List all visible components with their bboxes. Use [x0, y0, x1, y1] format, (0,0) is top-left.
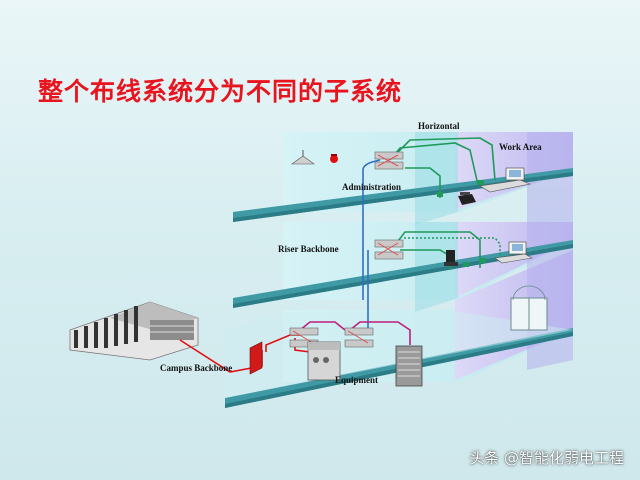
patch-panel-middle: [374, 239, 404, 260]
label-administration: Administration: [342, 182, 402, 192]
campus-entrance-panel: [249, 341, 263, 375]
telephone-middle-icon: [444, 250, 458, 266]
horizontal-cable-middle: [394, 231, 481, 268]
top-divider-wall: [415, 132, 458, 225]
label-campus-backbone: Campus Backbone: [160, 363, 233, 373]
equipment-cable: [299, 321, 346, 331]
pbx-cabinet-icon: [307, 341, 341, 381]
label-work-area: Work Area: [499, 142, 542, 152]
workstation-middle-computer-icon: [494, 241, 533, 264]
ceiling-lamp-icon: [291, 150, 315, 165]
patch-panel-ground: [289, 327, 374, 348]
wall-outlet-icon: [437, 180, 486, 267]
server-rack-icon: [395, 345, 423, 387]
door: [510, 285, 548, 331]
workstation-top-computer-icon: [479, 167, 532, 193]
slide-title: 整个布线系统分为不同的子系统: [38, 77, 403, 106]
label-horizontal: Horizontal: [418, 121, 460, 131]
label-riser-backbone: Riser Backbone: [278, 244, 339, 254]
patch-panel-top: [374, 151, 404, 170]
alarm-bell-icon: [330, 154, 338, 163]
telephone-top-icon: [458, 192, 476, 205]
campus-building-icon: [69, 301, 199, 361]
source-watermark: 头条 @智能化弱电工程: [469, 449, 624, 467]
label-equipment: Equipment: [335, 375, 379, 385]
